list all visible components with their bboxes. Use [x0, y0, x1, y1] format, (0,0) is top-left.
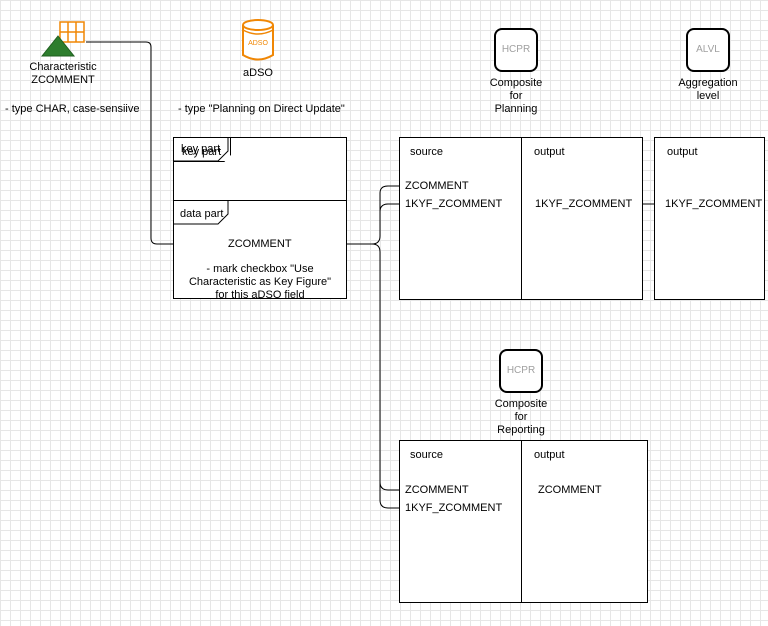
- reporting-source-field-zcomment: ZCOMMENT: [405, 484, 469, 496]
- key-part-label: key part: [182, 146, 222, 158]
- adso-label: aDSO: [243, 67, 273, 79]
- adso-field-note: - mark checkbox "Use Characteristic as K…: [188, 263, 332, 301]
- trunk-to-reporting-kyf: [379, 482, 404, 509]
- hcpr-reporting-label: Composite for Reporting: [494, 398, 548, 436]
- adso-divider: [174, 200, 346, 201]
- reporting-output-tab: output: [534, 449, 565, 461]
- reporting-source-tab: source: [410, 449, 444, 461]
- characteristic-icon: [40, 20, 86, 58]
- planning-output-field-kyf: 1KYF_ZCOMMENT: [535, 198, 633, 211]
- hcpr-planning-icon: HCPR: [494, 28, 538, 72]
- alvl-output-tab: output: [667, 146, 698, 158]
- reporting-column-divider: [521, 441, 522, 602]
- planning-composite-box: [399, 137, 643, 300]
- reporting-composite-box: [399, 440, 648, 603]
- planning-source-field-zcomment: ZCOMMENT: [405, 180, 469, 192]
- alvl-label: Aggregation level: [678, 77, 738, 102]
- hcpr-reporting-icon: HCPR: [499, 349, 543, 393]
- char-to-adso-connector: [86, 41, 221, 248]
- alvl-icon: ALVL: [686, 28, 730, 72]
- hcpr-planning-label: Composite for Planning: [489, 77, 543, 115]
- adso-icon: ADSO: [241, 18, 275, 62]
- data-part-label: data part: [180, 208, 224, 220]
- alvl-box: [654, 137, 765, 300]
- reporting-source-field-kyf: 1KYF_ZCOMMENT: [405, 502, 503, 514]
- characteristic-label: Characteristic ZCOMMENT: [29, 61, 97, 86]
- adso-note: - type "Planning on Direct Update": [178, 103, 345, 115]
- planning-source-tab: source: [410, 146, 444, 158]
- adso-icon-text: ADSO: [248, 40, 268, 47]
- reporting-output-field-zcomment: ZCOMMENT: [538, 484, 602, 496]
- trunk-to-planning-kyf: [379, 203, 404, 236]
- adso-box: key part: [173, 137, 347, 299]
- planning-output-tab: output: [534, 146, 565, 158]
- alvl-output-field-kyf: 1KYF_ZCOMMENT: [665, 198, 763, 211]
- planning-source-field-kyf: 1KYF_ZCOMMENT: [405, 198, 503, 211]
- planning-column-divider: [521, 138, 522, 299]
- adso-field-zcomment: ZCOMMENT: [228, 238, 292, 250]
- characteristic-note: - type CHAR, case-sensiive: [5, 103, 140, 115]
